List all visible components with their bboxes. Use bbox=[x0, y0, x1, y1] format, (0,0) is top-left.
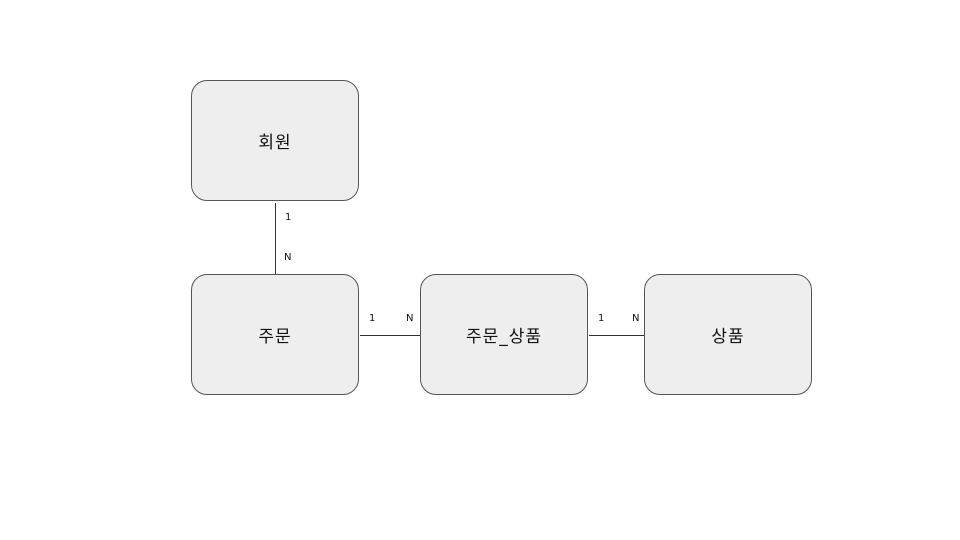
cardinality-product-side: N bbox=[632, 313, 640, 324]
connector-order-order-product bbox=[360, 335, 420, 336]
connector-order-product-product bbox=[589, 335, 644, 336]
cardinality-order-side: 1 bbox=[369, 313, 376, 324]
connector-member-order bbox=[275, 203, 276, 274]
entity-product-label: 상품 bbox=[711, 327, 745, 347]
cardinality-order-product-side: N bbox=[406, 313, 414, 324]
entity-order-product[interactable]: 주문_상품 bbox=[420, 274, 588, 395]
cardinality-member-side: 1 bbox=[285, 212, 292, 223]
entity-member-label: 회원 bbox=[258, 133, 292, 153]
entity-order[interactable]: 주문 bbox=[191, 274, 359, 395]
cardinality-order-side-member-relation: N bbox=[284, 252, 292, 263]
entity-member[interactable]: 회원 bbox=[191, 80, 359, 201]
entity-product[interactable]: 상품 bbox=[644, 274, 812, 395]
cardinality-order-product-side-product-relation: 1 bbox=[598, 313, 605, 324]
entity-order-label: 주문 bbox=[258, 327, 292, 347]
entity-order-product-label: 주문_상품 bbox=[465, 327, 543, 347]
